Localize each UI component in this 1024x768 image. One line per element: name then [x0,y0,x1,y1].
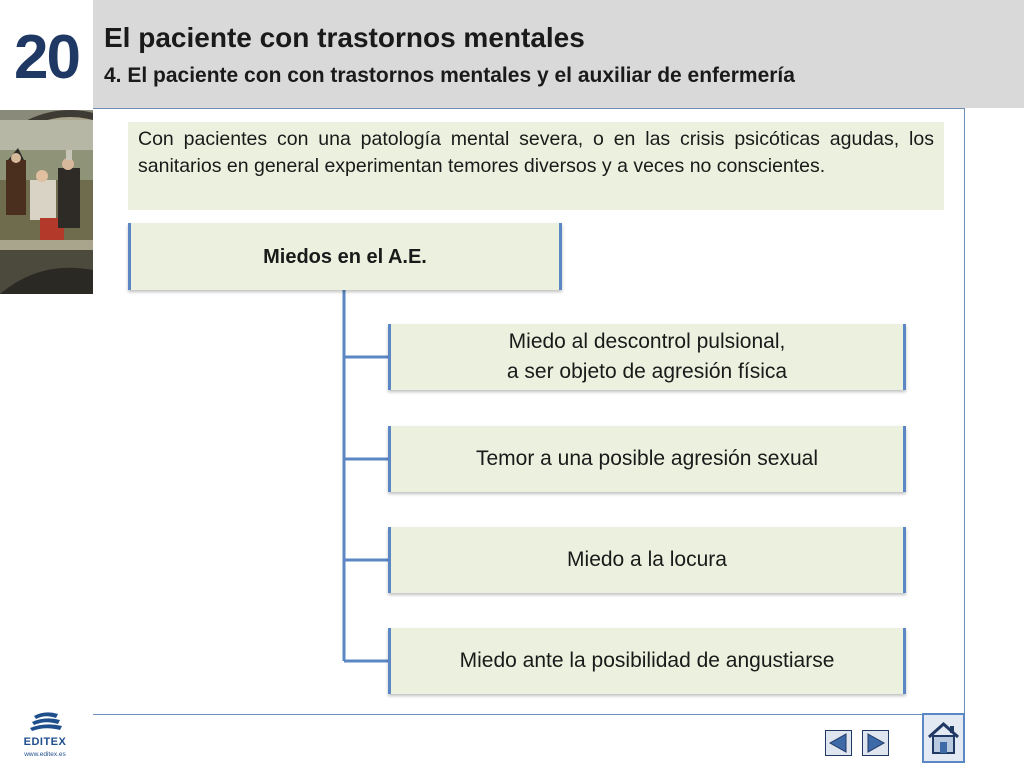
triangle-left-icon [828,733,847,753]
node-line-1: Miedo ante la posibilidad de angustiarse [459,649,835,672]
page-subtitle: 4. El paciente con con trastornos mental… [104,64,795,87]
header-band [93,0,1024,108]
logo-url: www.editex.es [24,751,66,758]
node-line-1: Miedo a la locura [567,548,727,571]
home-button[interactable] [922,713,965,763]
editex-logo: EDITEX www.editex.es [14,710,76,760]
diagram-node-agresion-fisica: Miedo al descontrol pulsional, a ser obj… [388,324,906,390]
side-painting-image [0,110,93,294]
diagram-node-agresion-sexual: Temor a una posible agresión sexual [388,426,906,492]
node-line-1: Miedo al descontrol pulsional, [508,330,786,353]
house-icon [927,721,960,754]
next-slide-button[interactable] [862,730,889,756]
page-title: El paciente con trastornos mentales [104,22,585,53]
diagram-node-locura: Miedo a la locura [388,527,906,593]
unit-number: 20 [14,23,81,92]
logo-text: EDITEX [23,736,67,748]
node-line-1: Temor a una posible agresión sexual [475,447,819,470]
intro-text-box: Con pacientes con una patología mental s… [128,122,944,210]
diagram-root-node: Miedos en el A.E. [128,223,562,290]
node-line-2: a ser objeto de agresión física [506,360,788,383]
previous-slide-button[interactable] [825,730,852,756]
diagram-node-angustiarse: Miedo ante la posibilidad de angustiarse [388,628,906,694]
triangle-right-icon [867,733,886,753]
editex-logo-mark [30,712,62,731]
